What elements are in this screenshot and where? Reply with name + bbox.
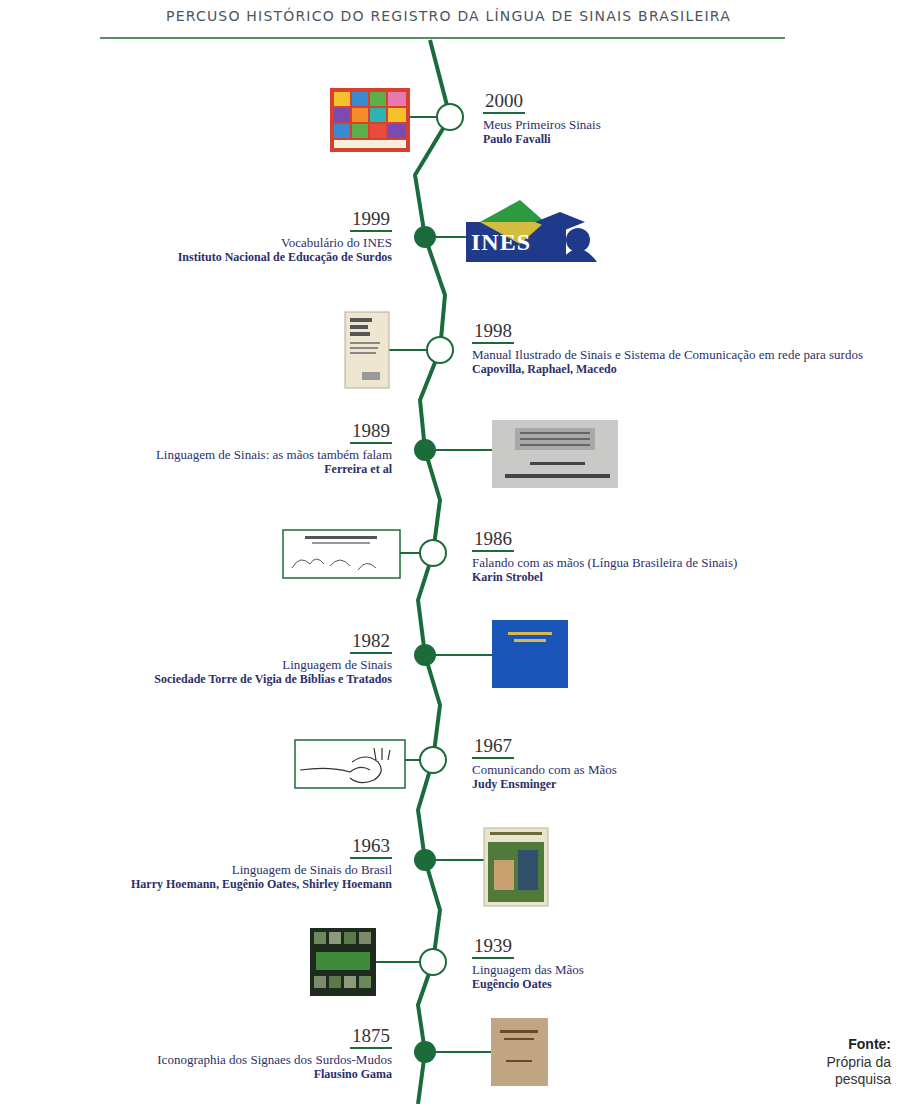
entry-title: Vocabulário do INES <box>4 235 392 250</box>
entry-line: 1982 <box>4 630 392 657</box>
entry-line: Paulo Favalli <box>483 132 883 146</box>
book-cover <box>484 828 548 906</box>
entry-title: Iconographia dos Signaes dos Surdos-Mudo… <box>4 1052 392 1067</box>
entry-line: Linguagem das Mãos <box>472 962 872 977</box>
source-text: Própria da pesquisa <box>795 1054 891 1088</box>
entry-line: Ferreira et al <box>4 462 392 476</box>
entry-author: Capovilla, Raphael, Macedo <box>472 362 872 376</box>
hand-sketch <box>295 740 405 788</box>
timeline-entry: 1967Comunicando com as MãosJudy Ensminge… <box>472 735 872 791</box>
ines-logo <box>466 200 597 262</box>
entry-line: Linguagem de Sinais <box>4 657 392 672</box>
entry-title: Linguagem de Sinais: as mãos também fala… <box>4 447 392 462</box>
entry-title: Manual Ilustrado de Sinais e Sistema de … <box>472 347 872 362</box>
entry-line: Meus Primeiros Sinais <box>483 117 883 132</box>
year-label: 1939 <box>472 935 514 959</box>
entry-line: Karin Strobel <box>472 570 872 584</box>
year-label: 1982 <box>350 630 392 654</box>
entry-author: Harry Hoemann, Eugênio Oates, Shirley Ho… <box>4 877 392 891</box>
timeline-entry: 1982Linguagem de SinaisSociedade Torre d… <box>4 630 392 686</box>
entry-line: 1939 <box>472 935 872 962</box>
entry-author: Karin Strobel <box>472 570 872 584</box>
entry-line: Iconographia dos Signaes dos Surdos-Mudo… <box>4 1052 392 1067</box>
entry-line: 1963 <box>4 835 392 862</box>
entry-line: 1999 <box>4 208 392 235</box>
entry-title: Meus Primeiros Sinais <box>483 117 883 132</box>
book-cover <box>330 88 410 152</box>
year-label: 1963 <box>350 835 392 859</box>
entry-line: Linguagem de Sinais: as mãos também fala… <box>4 447 392 462</box>
year-label: 1967 <box>472 735 514 759</box>
source-label: Fonte: <box>795 1036 891 1053</box>
entry-line: Manual Ilustrado de Sinais e Sistema de … <box>472 347 872 362</box>
entry-line: 1967 <box>472 735 872 762</box>
entry-line: Falando com as mãos (Língua Brasileira d… <box>472 555 872 570</box>
entry-author: Instituto Nacional de Educação de Surdos <box>4 250 392 264</box>
timeline-entry: 1999Vocabulário do INESInstituto Naciona… <box>4 208 392 264</box>
entry-line: Flausino Gama <box>4 1067 392 1081</box>
year-label: 1989 <box>350 420 392 444</box>
entry-line: Comunicando com as Mãos <box>472 762 872 777</box>
title-rule <box>100 37 785 39</box>
entry-author: Paulo Favalli <box>483 132 883 146</box>
entry-author: Ferreira et al <box>4 462 392 476</box>
year-label: 1999 <box>350 208 392 232</box>
entry-title: Comunicando com as Mãos <box>472 762 872 777</box>
year-label: 1986 <box>472 528 514 552</box>
timeline-entry: 1939Linguagem das MãosEugêncio Oates <box>472 935 872 991</box>
entry-line: Harry Hoemann, Eugênio Oates, Shirley Ho… <box>4 877 392 891</box>
timeline-entry: 2000Meus Primeiros SinaisPaulo Favalli <box>483 90 883 146</box>
year-label: 1875 <box>350 1025 392 1049</box>
book-cover <box>283 530 400 578</box>
timeline-entry: 1989Linguagem de Sinais: as mãos também … <box>4 420 392 476</box>
book-cover <box>492 620 568 688</box>
entry-author: Flausino Gama <box>4 1067 392 1081</box>
entry-title: Linguagem de Sinais <box>4 657 392 672</box>
entry-line: Sociedade Torre de Vigia de Bíblias e Tr… <box>4 672 392 686</box>
book-cover <box>491 1018 548 1086</box>
timeline-entry: 1986Falando com as mãos (Língua Brasilei… <box>472 528 872 584</box>
entry-line: 1998 <box>472 320 872 347</box>
timeline-entry: 1998Manual Ilustrado de Sinais e Sistema… <box>472 320 872 376</box>
year-label: 1998 <box>472 320 514 344</box>
timeline-line <box>415 40 450 1104</box>
year-label: 2000 <box>483 90 525 114</box>
entry-author: Sociedade Torre de Vigia de Bíblias e Tr… <box>4 672 392 686</box>
entry-line: Linguagem de Sinais do Brasil <box>4 862 392 877</box>
diagram-title: PERCUSO HISTÓRICO DO REGISTRO DA LÍNGUA … <box>0 8 897 24</box>
timeline-entry: 1875Iconographia dos Signaes dos Surdos-… <box>4 1025 392 1081</box>
timeline-entry: 1963Linguagem de Sinais do BrasilHarry H… <box>4 835 392 891</box>
entry-author: Judy Ensminger <box>472 777 872 791</box>
entry-line: 2000 <box>483 90 883 117</box>
entry-line: Judy Ensminger <box>472 777 872 791</box>
book-cover <box>492 420 618 488</box>
book-cover <box>345 312 389 388</box>
entry-line: Eugêncio Oates <box>472 977 872 991</box>
logo-text: INES <box>466 229 536 255</box>
entry-author: Eugêncio Oates <box>472 977 872 991</box>
entry-line: 1989 <box>4 420 392 447</box>
entry-line: 1875 <box>4 1025 392 1052</box>
timeline-dots <box>414 104 463 1063</box>
entry-line: 1986 <box>472 528 872 555</box>
entry-title: Linguagem das Mãos <box>472 962 872 977</box>
entry-line: Capovilla, Raphael, Macedo <box>472 362 872 376</box>
entry-title: Linguagem de Sinais do Brasil <box>4 862 392 877</box>
book-cover <box>310 928 376 996</box>
entry-title: Falando com as mãos (Língua Brasileira d… <box>472 555 872 570</box>
entry-line: Instituto Nacional de Educação de Surdos <box>4 250 392 264</box>
entry-line: Vocabulário do INES <box>4 235 392 250</box>
